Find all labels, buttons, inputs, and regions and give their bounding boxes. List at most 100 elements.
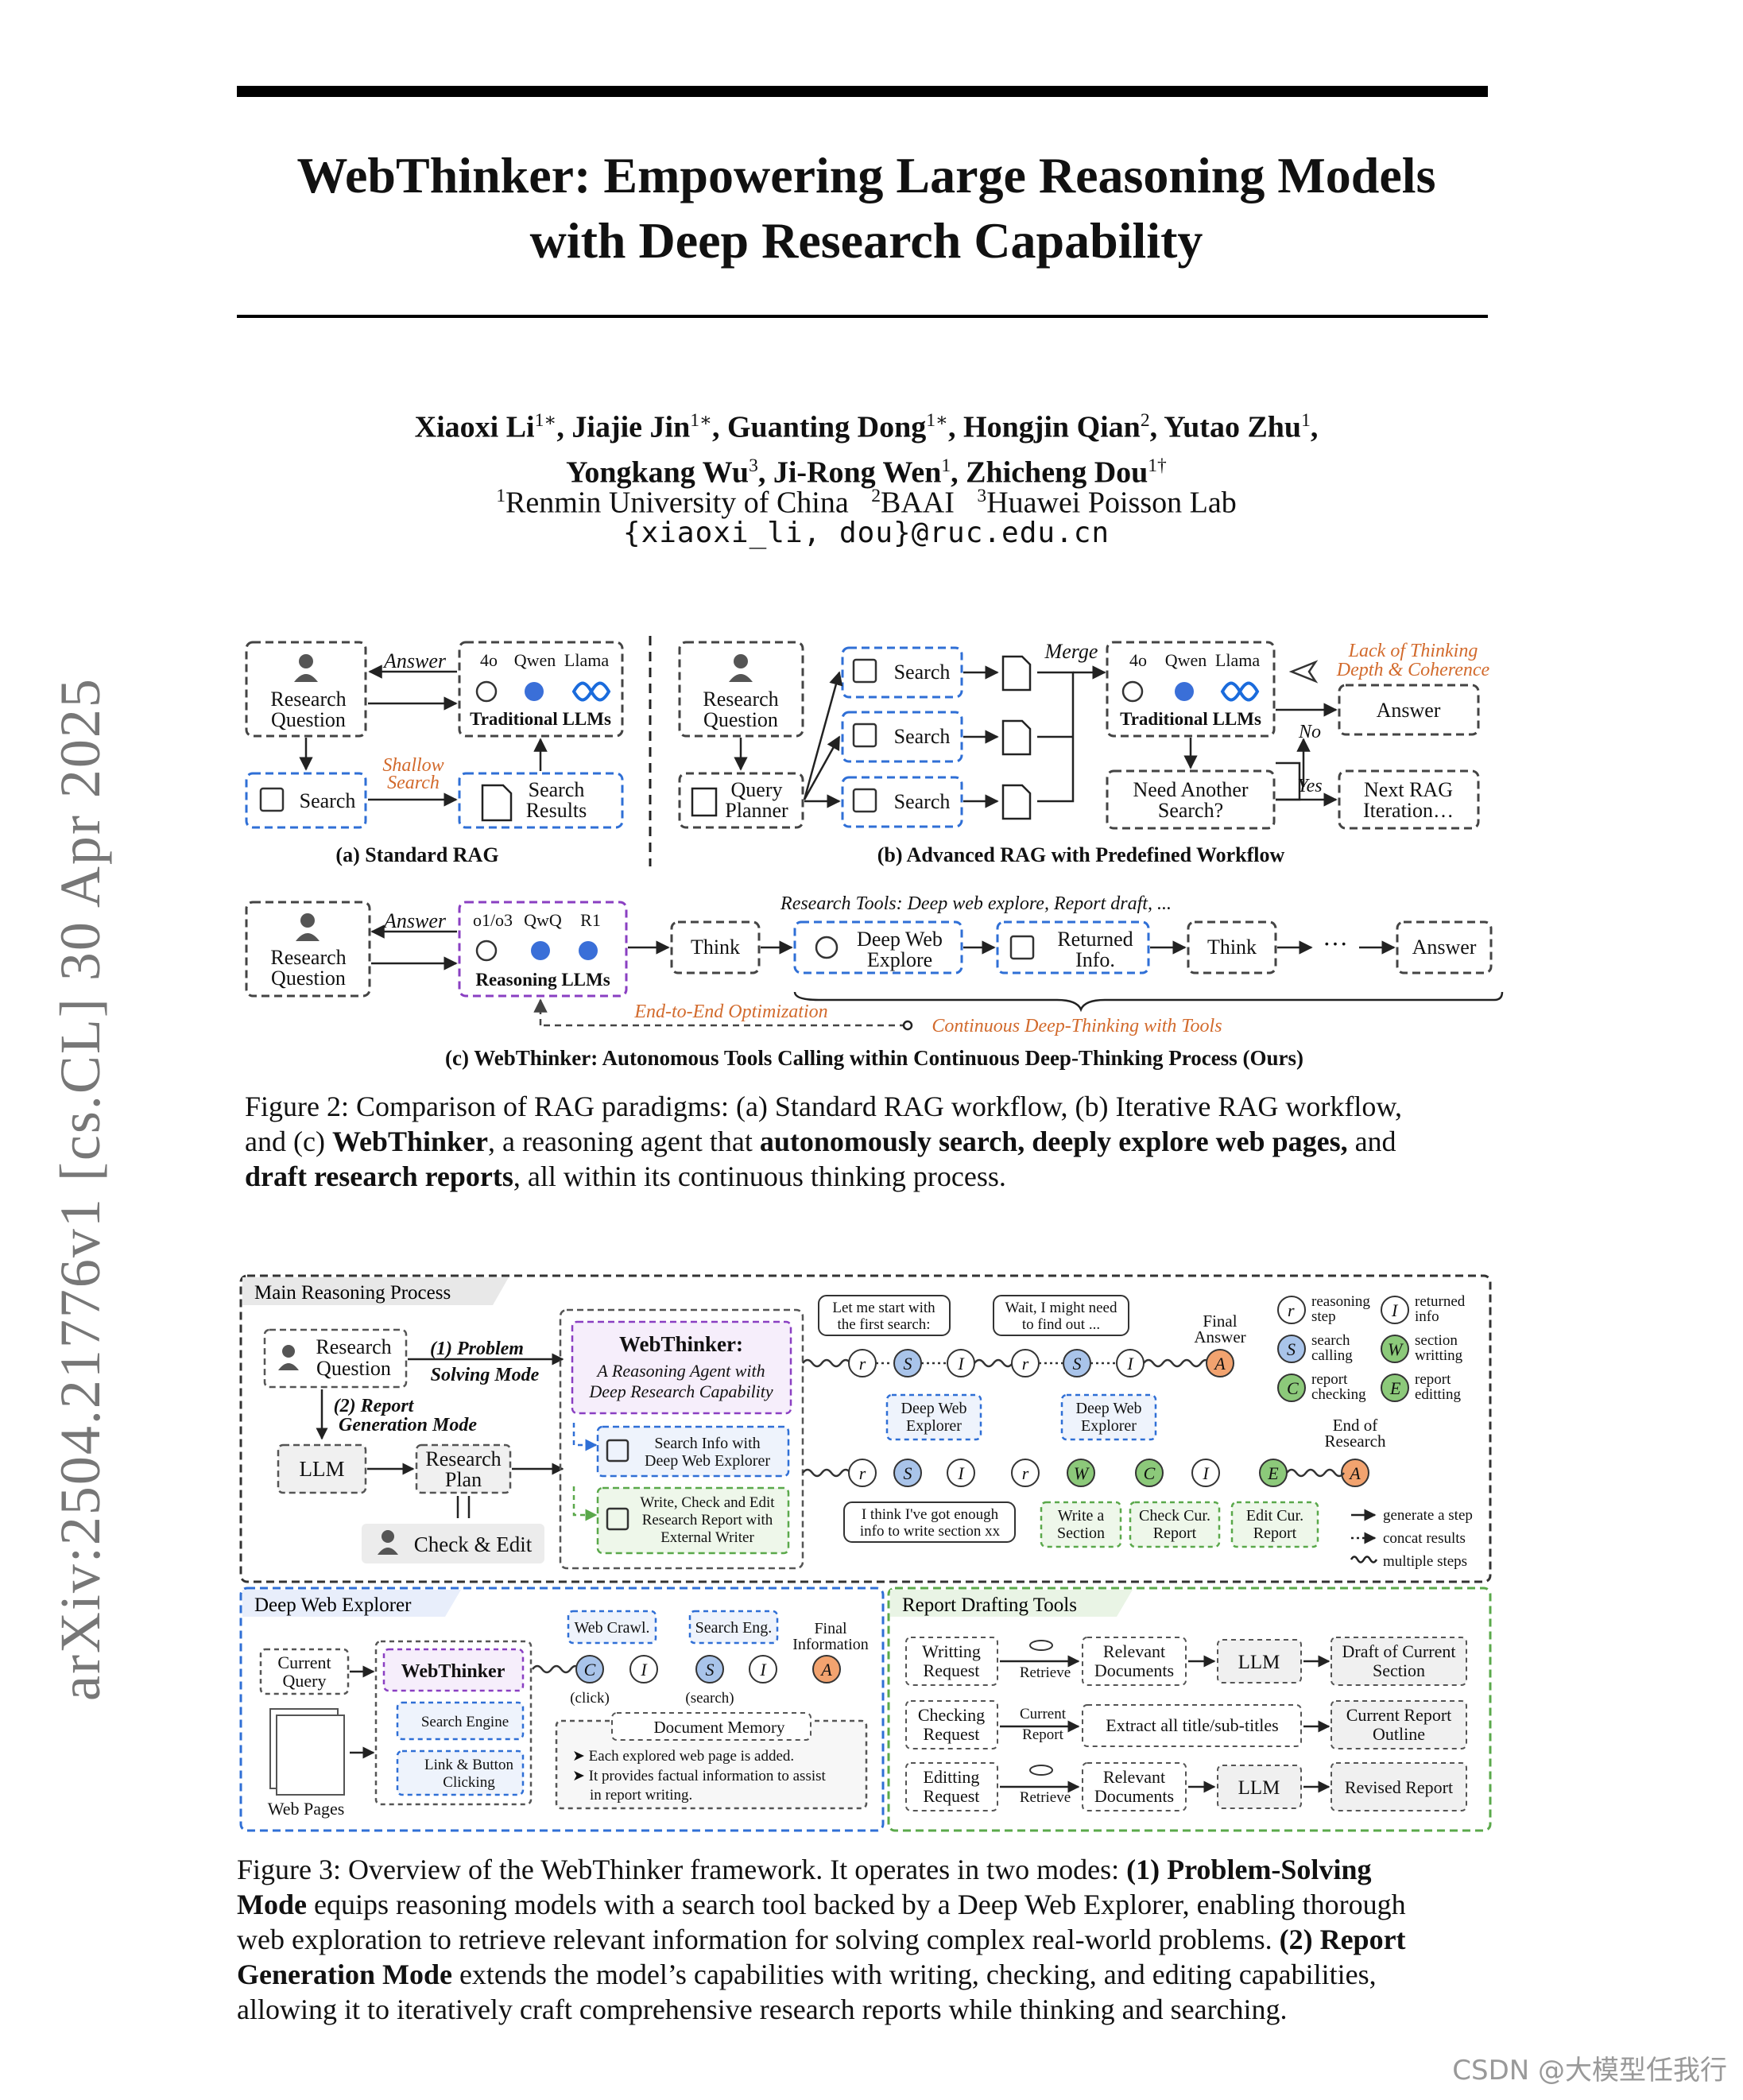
fig2b-yes: Yes bbox=[1297, 776, 1322, 796]
fig2c-deep-2: Explore bbox=[867, 948, 932, 971]
fig2c-e2e: End-to-End Optimization bbox=[633, 1002, 827, 1022]
fig2b-caption: (b) Advanced RAG with Predefined Workflo… bbox=[877, 843, 1285, 866]
webthinker-title: WebThinker: bbox=[619, 1332, 743, 1356]
row-out: Revised Report bbox=[1345, 1777, 1453, 1797]
fig2c-think-2: Think bbox=[1207, 936, 1257, 959]
caption-text: Overview of the WebThinker framework. It… bbox=[341, 1854, 1126, 1885]
llm-logo-icon bbox=[525, 682, 544, 701]
author-name: Jiajie Jin bbox=[571, 411, 690, 444]
row-out: Section bbox=[1373, 1660, 1425, 1680]
figure-2-caption: Figure 2: Comparison of RAG paradigms: (… bbox=[245, 1089, 1516, 1194]
caption-bold: draft research reports bbox=[245, 1160, 513, 1192]
fig2b-search-3: Search bbox=[894, 790, 951, 813]
search-label: (search) bbox=[685, 1690, 734, 1707]
rq-line2: Question bbox=[316, 1357, 391, 1380]
fig2c-continuous: Continuous Deep-Thinking with Tools bbox=[932, 1016, 1222, 1036]
row-proc: LLM bbox=[1238, 1652, 1280, 1673]
memory-note-text: It provides factual information to assis… bbox=[589, 1768, 827, 1784]
fig2a-llm-name: Qwen bbox=[514, 650, 556, 670]
document-icon bbox=[482, 785, 511, 820]
user-icon bbox=[382, 1530, 394, 1543]
legend-label: report bbox=[1415, 1371, 1451, 1388]
step-node-label: S bbox=[1073, 1354, 1082, 1374]
caption-text: equips reasoning models with a search to… bbox=[307, 1889, 1406, 1920]
wavy-line bbox=[974, 1360, 1013, 1366]
fig2b-need-1: Need Another bbox=[1133, 778, 1248, 801]
user-icon bbox=[299, 654, 313, 668]
memory-note-text: Each explored web page is added. bbox=[589, 1748, 795, 1765]
rq-line1: Research bbox=[316, 1335, 391, 1358]
fig2a-shallow-2: Search bbox=[387, 773, 440, 793]
fig2b-arrow bbox=[804, 672, 839, 800]
final-info-2: Information bbox=[792, 1636, 869, 1653]
tool-connector bbox=[574, 1486, 596, 1515]
memory-note: in report writing. bbox=[590, 1787, 692, 1804]
bubble3-line1: I think I've got enough bbox=[862, 1506, 999, 1523]
explorer-webthinker-label: WebThinker bbox=[401, 1661, 505, 1682]
document-icon bbox=[1003, 657, 1030, 690]
fig2a-traditional-llms: Traditional LLMs bbox=[470, 709, 611, 729]
fig2b-lack-2: Depth & Coherence bbox=[1336, 660, 1490, 680]
fig2c-returned-1: Returned bbox=[1057, 928, 1133, 951]
fig2c-think-1: Think bbox=[691, 936, 740, 959]
row-mid: Current bbox=[1020, 1706, 1067, 1722]
step-node-label: E bbox=[1267, 1463, 1279, 1483]
user-icon bbox=[294, 674, 318, 682]
legend-node-letter: r bbox=[1288, 1300, 1295, 1320]
fig2c-rq-line1: Research bbox=[270, 946, 346, 969]
fig2c-tools-brace bbox=[795, 992, 1502, 1009]
row-doc: Extract all title/sub-titles bbox=[1106, 1715, 1279, 1735]
step-node-label: S bbox=[904, 1354, 912, 1374]
caption-text: web exploration to retrieve relevant inf… bbox=[237, 1924, 1280, 1955]
fig2c-deep-1: Deep Web bbox=[857, 928, 943, 951]
legend-node-letter: E bbox=[1389, 1378, 1401, 1398]
figure-3-label: Figure 3: bbox=[237, 1854, 341, 1885]
fig2b-answer: Answer bbox=[1377, 699, 1441, 722]
author-sup: 1∗ bbox=[535, 410, 557, 431]
check-report-1: Check Cur. bbox=[1139, 1507, 1210, 1525]
search-engine-label: Search Engine bbox=[421, 1714, 509, 1730]
webthinker-desc-1: A Reasoning Agent with bbox=[595, 1361, 765, 1381]
mode1-line1: (1) Problem bbox=[430, 1339, 524, 1359]
step-node-label: S bbox=[904, 1463, 912, 1483]
wavy-line bbox=[803, 1470, 850, 1476]
contact-email[interactable]: {xiaoxi_li, dou}@ruc.edu.cn bbox=[238, 515, 1494, 552]
figure-3-diagram: Main Reasoning Process Research Question… bbox=[234, 1268, 1506, 1840]
row-out: Current Report bbox=[1346, 1705, 1452, 1725]
explorer-tab-label: Deep Web Explorer bbox=[254, 1594, 412, 1616]
author-name: Xiaoxi Li bbox=[415, 411, 535, 444]
legend-label: info bbox=[1415, 1308, 1439, 1325]
step-node-label: W bbox=[1074, 1463, 1090, 1483]
title-line-2: with Deep Research Capability bbox=[238, 208, 1494, 273]
mode2-line2: Generation Mode bbox=[339, 1415, 477, 1436]
fig2b-search-1: Search bbox=[894, 661, 951, 684]
row-req: Editting bbox=[924, 1767, 980, 1787]
memory-note: ➤ It provides factual information to ass… bbox=[572, 1768, 827, 1784]
dwe2-line1: Deep Web bbox=[1076, 1400, 1142, 1417]
step-node-label: A bbox=[819, 1660, 832, 1680]
legend-label: writting bbox=[1415, 1347, 1463, 1364]
author-sup: 1∗ bbox=[690, 410, 712, 431]
current-query-2: Query bbox=[283, 1671, 327, 1691]
fig2b-no: No bbox=[1298, 722, 1321, 742]
caption-text: , a reasoning agent that bbox=[488, 1126, 760, 1157]
fig2a-caption: (a) Standard RAG bbox=[335, 843, 498, 866]
step-node-label: C bbox=[1144, 1463, 1156, 1483]
fig2c-loop-origin bbox=[904, 1021, 912, 1029]
plan-line1: Research bbox=[425, 1447, 501, 1470]
row-req: Request bbox=[924, 1660, 980, 1680]
user-icon bbox=[729, 674, 753, 682]
fig2b-search-2: Search bbox=[894, 725, 951, 748]
memory-note: ➤ Each explored web page is added. bbox=[572, 1748, 794, 1765]
author-sup: 1 bbox=[1301, 410, 1311, 431]
legend-node-letter: W bbox=[1388, 1339, 1404, 1359]
caption-bold: Generation Mode bbox=[237, 1959, 452, 1990]
legend-node-letter: C bbox=[1287, 1378, 1299, 1398]
fig2c-rq-line2: Question bbox=[271, 967, 346, 990]
caption-text: extends the model’s capabilities with wr… bbox=[452, 1959, 1377, 1990]
author-sup: 2 bbox=[1141, 410, 1150, 431]
legend-wavy bbox=[1351, 1557, 1377, 1563]
write-check-1: Write, Check and Edit bbox=[640, 1494, 775, 1511]
title-bottom-rule bbox=[237, 315, 1488, 318]
fig2b-traditional-llms: Traditional LLMs bbox=[1120, 709, 1261, 729]
